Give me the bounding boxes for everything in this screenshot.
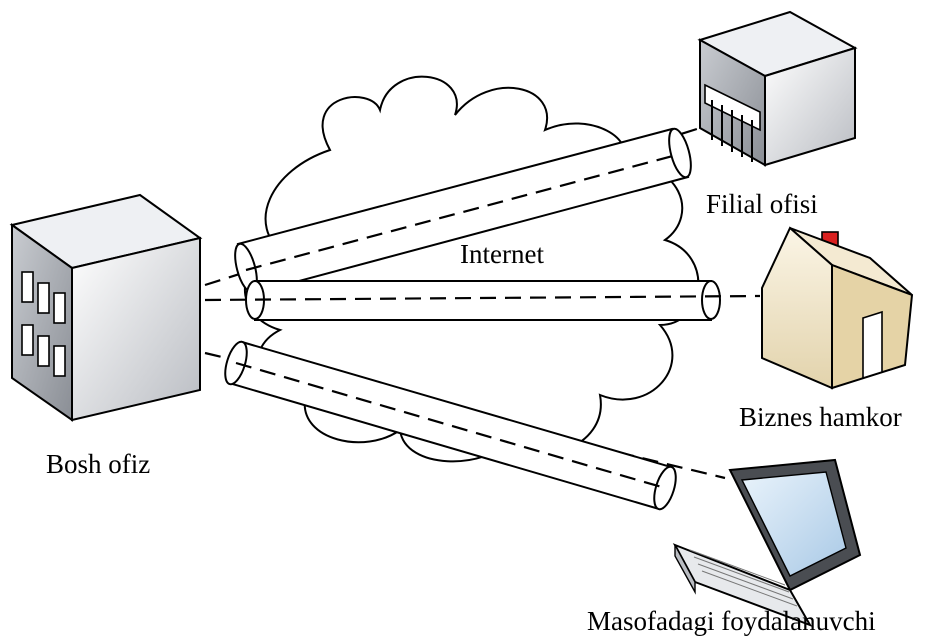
vpn-tunnel-branch	[204, 126, 701, 295]
business-partner-label: Biznes hamkor	[739, 402, 902, 432]
vpn-tunnel-remote	[204, 340, 726, 511]
laptop-icon	[672, 458, 862, 627]
bank-building-icon	[697, 10, 858, 167]
head-office-label: Bosh ofiz	[46, 449, 150, 479]
house-icon	[761, 226, 914, 390]
internet-label: Internet	[460, 239, 544, 269]
vpn-tunnel-partner	[204, 280, 761, 321]
office-building-icon	[9, 193, 203, 422]
branch-office-label: Filial ofisi	[706, 189, 818, 219]
remote-user-label: Masofadagi foydalanuvchi	[587, 606, 876, 636]
